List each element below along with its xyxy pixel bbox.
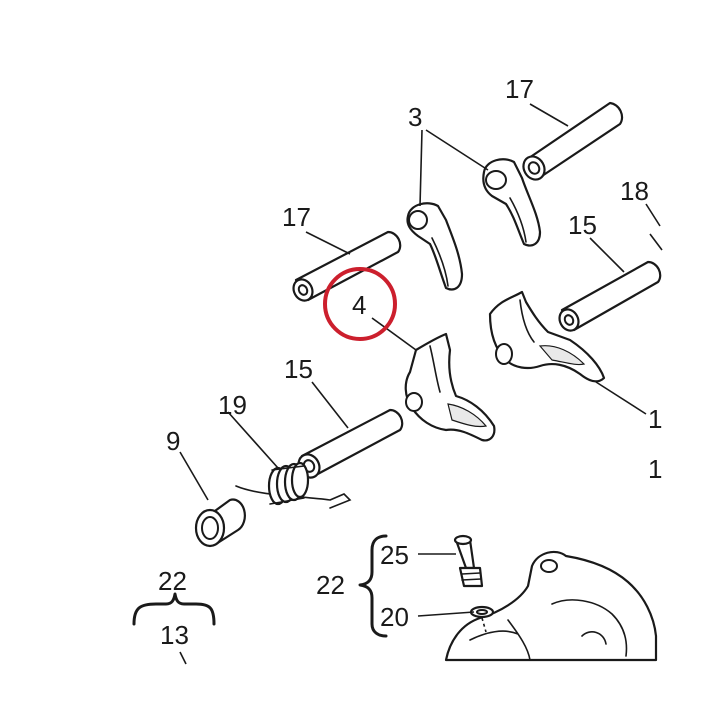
shift-fork-1-right[interactable] <box>488 290 606 383</box>
callout-20: 20 <box>380 602 409 632</box>
shaft-17-top[interactable] <box>519 101 624 183</box>
washer-20[interactable] <box>469 605 495 619</box>
pipe-25[interactable] <box>453 534 484 588</box>
shaft-15-right[interactable] <box>556 260 662 334</box>
spring-19[interactable] <box>235 461 352 509</box>
callout-17-top: 17 <box>505 74 534 104</box>
highlight-circle-part-4 <box>323 267 397 341</box>
callout-15-right: 15 <box>568 210 597 240</box>
callout-4: 4 <box>352 290 366 320</box>
brace-22-mid <box>358 534 388 638</box>
callout-3: 3 <box>408 102 422 132</box>
shift-fork-3-right[interactable] <box>482 158 542 247</box>
callout-25: 25 <box>380 540 409 570</box>
callout-15-mid: 15 <box>284 354 313 384</box>
callout-19: 19 <box>218 390 247 420</box>
callout-22-left: 22 <box>158 566 187 596</box>
callout-1-b: 1 <box>648 454 662 484</box>
shaft-15-mid[interactable] <box>295 408 404 481</box>
shift-fork-3-left[interactable] <box>406 202 464 291</box>
callout-17-left: 17 <box>282 202 311 232</box>
pipe-axis-line <box>481 617 487 633</box>
brace-22-left <box>132 592 216 626</box>
bushing-9[interactable] <box>194 498 246 548</box>
leader-lines <box>179 103 663 665</box>
shift-fork-4[interactable] <box>404 332 496 442</box>
shaft-17-left[interactable] <box>290 230 402 304</box>
callout-22-mid: 22 <box>316 570 345 600</box>
callout-18: 18 <box>620 176 649 206</box>
callout-13: 13 <box>160 620 189 650</box>
callout-9: 9 <box>166 426 180 456</box>
callout-1-a: 1 <box>648 404 662 434</box>
